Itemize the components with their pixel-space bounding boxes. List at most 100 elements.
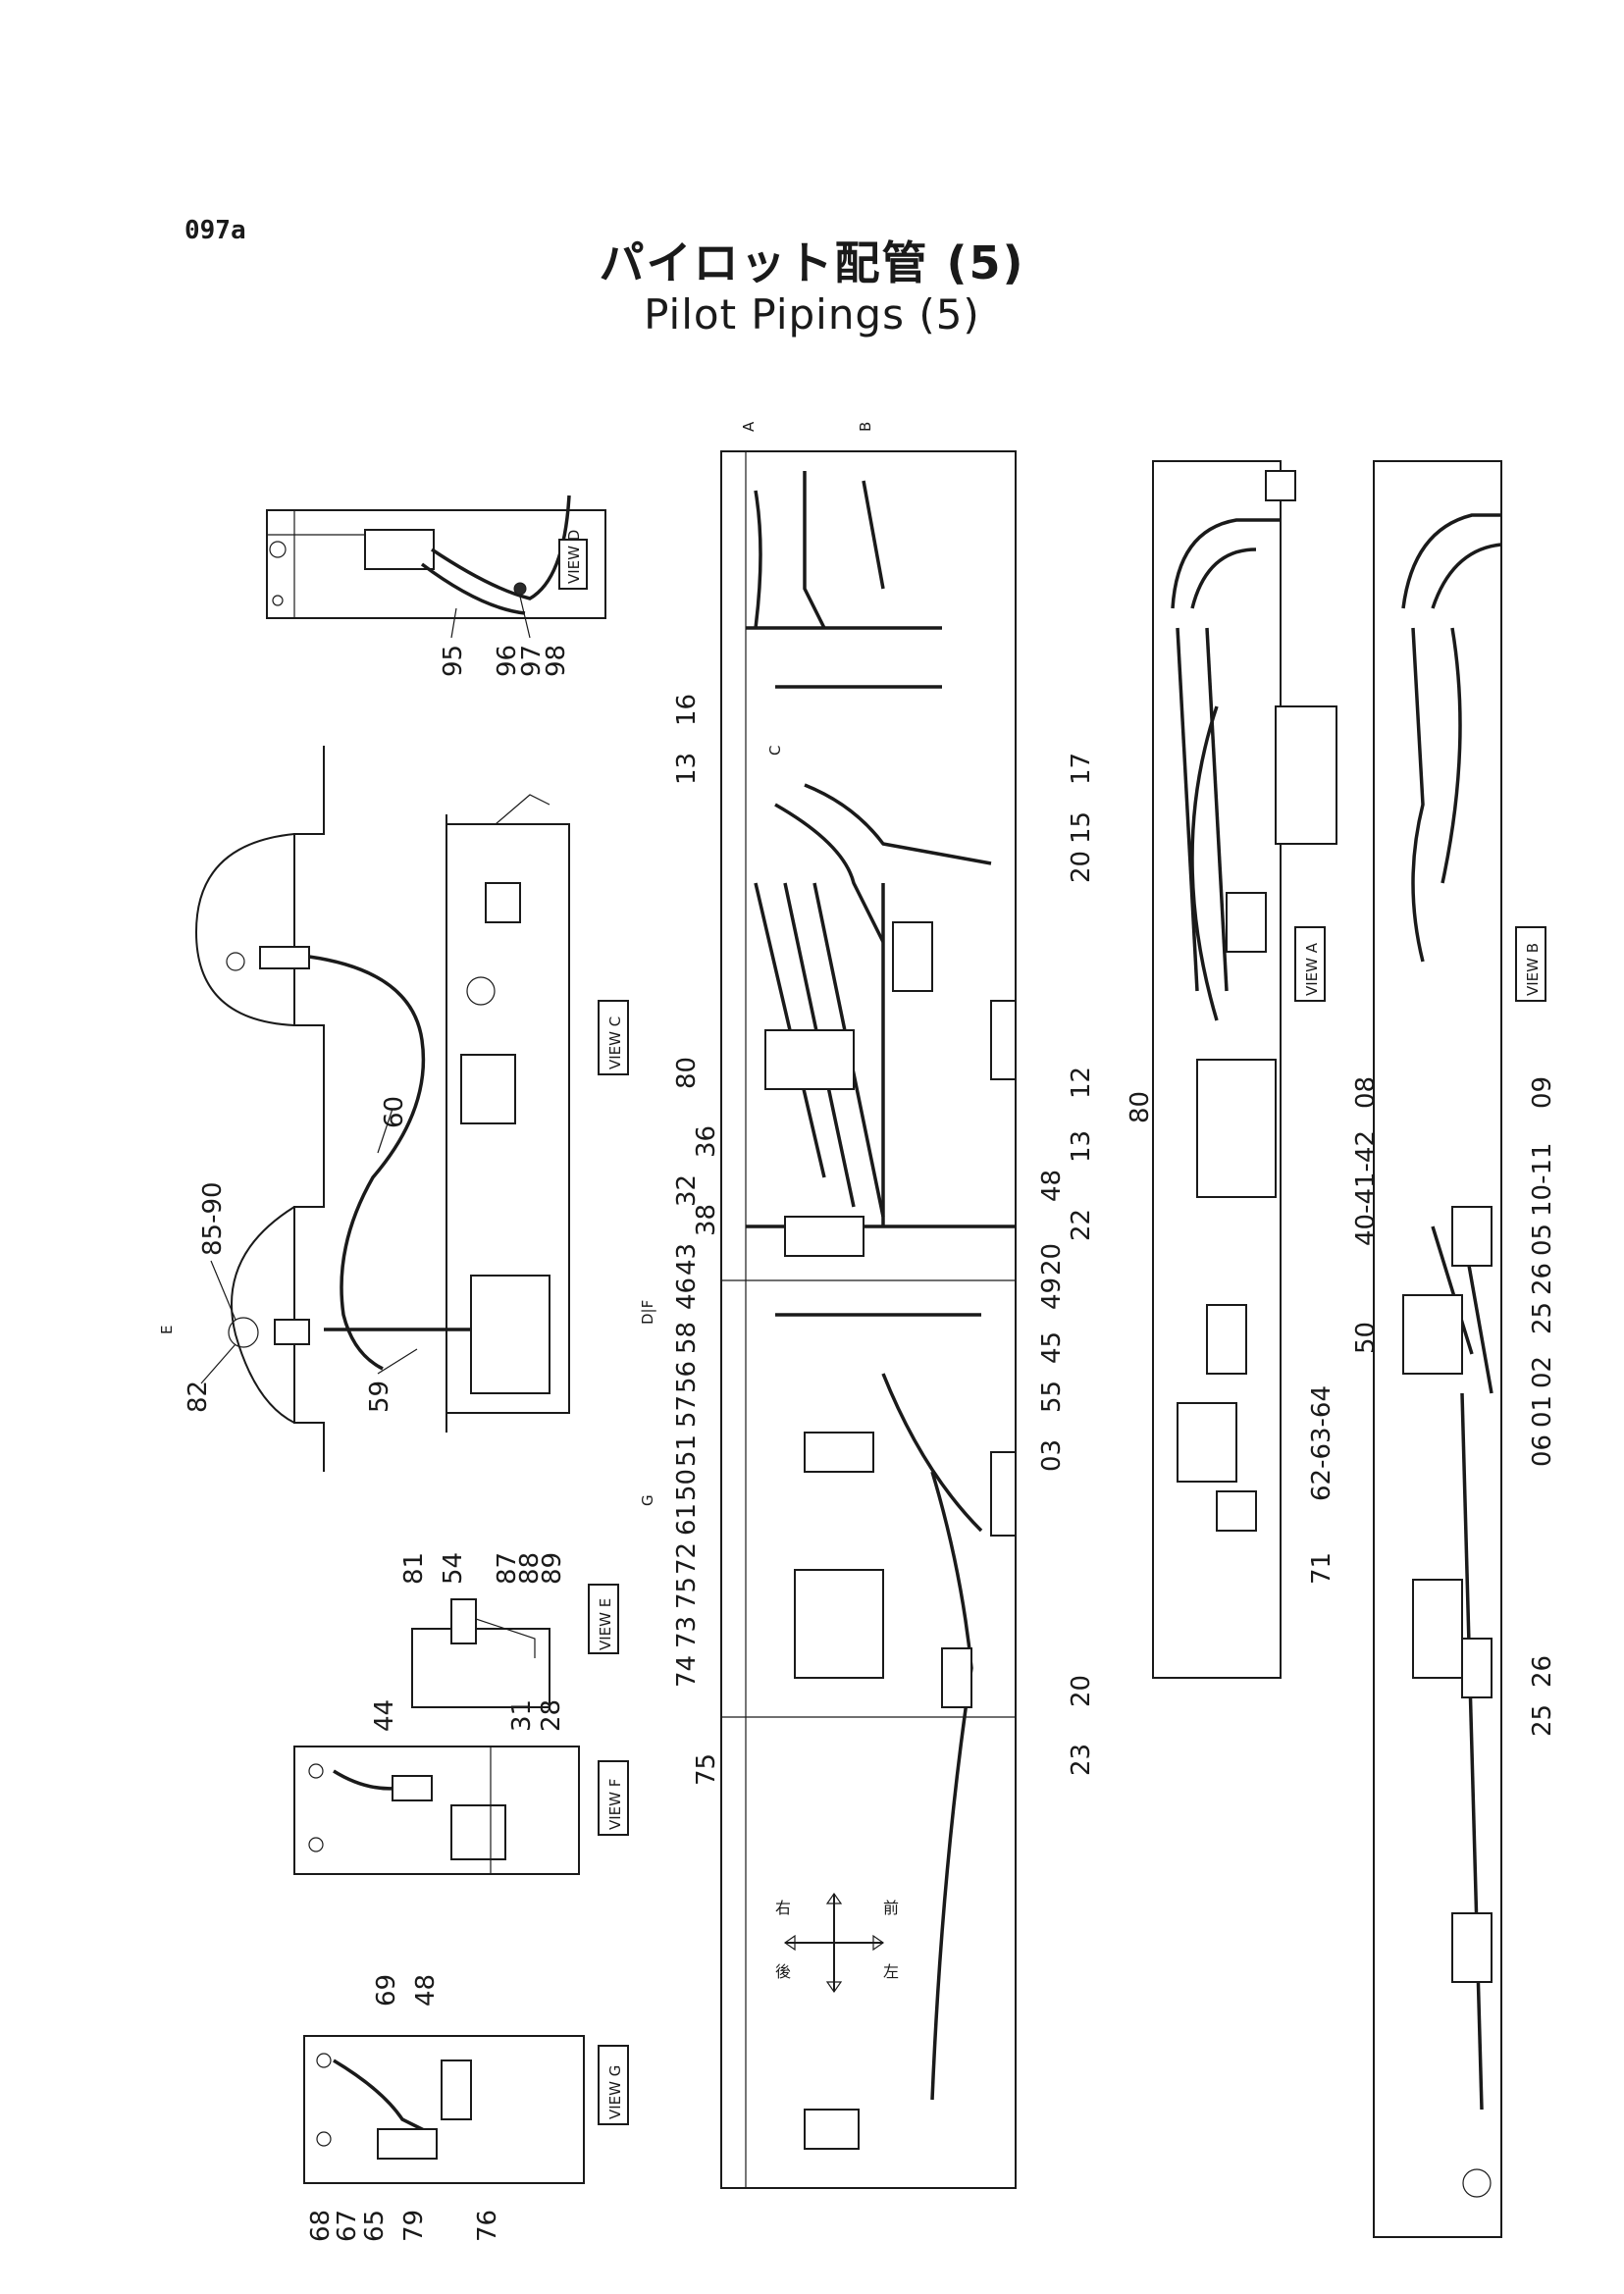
callout-01: 01 [1528, 1395, 1557, 1428]
direction-mark-df: D|F [639, 1300, 656, 1325]
callout-38: 38 [692, 1204, 721, 1236]
callout-89: 89 [538, 1552, 567, 1585]
callout-25-lower: 25 [1528, 1704, 1557, 1737]
callout-65: 65 [360, 2210, 390, 2242]
callout-80: 80 [672, 1057, 702, 1089]
callout-59: 59 [365, 1381, 394, 1413]
callout-20-mid: 20 [1037, 1243, 1067, 1276]
callout-44: 44 [370, 1699, 399, 1732]
view-g-tag: VIEW G [606, 2065, 624, 2119]
view-b-detail: VIEW B 08 09 10-11 40-41-42 05 26 25 50 … [1351, 460, 1557, 2238]
callout-88: 88 [515, 1552, 545, 1585]
view-g-detail: VIEW G 69 48 68 67 65 79 76 [303, 1974, 629, 2242]
callout-16: 16 [672, 694, 702, 726]
callout-48: 48 [411, 1974, 441, 2007]
compass-rear: 後 [775, 1962, 791, 1981]
direction-mark-c: C [766, 746, 784, 756]
callout-13: 13 [672, 753, 702, 785]
callout-15: 15 [1067, 811, 1096, 844]
callout-08: 08 [1351, 1076, 1381, 1109]
direction-mark-b: B [857, 422, 874, 432]
callout-57: 57 [672, 1395, 702, 1428]
callout-81: 81 [399, 1552, 429, 1585]
title-japanese: パイロット配管 (5) [599, 236, 1025, 289]
callout-75: 75 [672, 1577, 702, 1609]
direction-compass: 右 前 左 後 [775, 1892, 899, 1994]
compass-front: 前 [883, 1899, 899, 1917]
callout-58: 58 [672, 1322, 702, 1354]
title-english: Pilot Pipings (5) [644, 290, 980, 339]
callout-22: 22 [1067, 1209, 1096, 1241]
callout-50-view-b: 50 [1351, 1322, 1381, 1354]
compass-right: 右 [775, 1899, 791, 1917]
callout-20-upper: 20 [1067, 851, 1096, 883]
callout-61: 61 [672, 1503, 702, 1536]
view-c-tag: VIEW C [606, 1017, 624, 1069]
callout-32: 32 [672, 1174, 702, 1207]
callout-87: 87 [493, 1552, 522, 1585]
callout-71: 71 [1307, 1552, 1336, 1585]
callout-48-right: 48 [1037, 1170, 1067, 1202]
callout-67: 67 [333, 2210, 362, 2242]
callout-68: 68 [306, 2210, 336, 2242]
callout-26-upper: 26 [1528, 1263, 1557, 1295]
view-f-detail: VIEW F 44 31 28 [293, 1699, 629, 1875]
view-a-tag: VIEW A [1303, 942, 1321, 996]
callout-49: 49 [1037, 1277, 1067, 1310]
callout-72: 72 [672, 1542, 702, 1575]
callout-43: 43 [672, 1243, 702, 1276]
callout-79: 79 [399, 2210, 429, 2242]
callout-96: 96 [493, 645, 522, 677]
view-b-tag: VIEW B [1524, 943, 1542, 996]
callout-51: 51 [672, 1434, 702, 1467]
callout-26-lower: 26 [1528, 1655, 1557, 1688]
callout-62-63-64: 62-63-64 [1307, 1385, 1336, 1501]
callout-05: 05 [1528, 1224, 1557, 1256]
view-d-tag: VIEW D [565, 530, 583, 584]
callout-46: 46 [672, 1277, 702, 1310]
view-f-tag: VIEW F [606, 1779, 624, 1830]
view-d-detail: VIEW D 95 96 97 98 [266, 495, 606, 677]
callout-80-view-a: 80 [1126, 1091, 1155, 1123]
callout-31: 31 [507, 1699, 537, 1732]
compass-left: 左 [883, 1962, 899, 1981]
callout-69: 69 [372, 1974, 401, 2007]
callout-20-lower: 20 [1067, 1675, 1096, 1707]
direction-mark-e: E [158, 1326, 176, 1334]
callout-98: 98 [542, 645, 571, 677]
callout-10-11: 10-11 [1528, 1142, 1557, 1217]
callout-85-90: 85-90 [198, 1181, 228, 1256]
callout-02: 02 [1528, 1356, 1557, 1388]
callout-55: 55 [1037, 1381, 1067, 1413]
callout-17: 17 [1067, 753, 1096, 785]
callout-23: 23 [1067, 1744, 1096, 1776]
callout-28: 28 [537, 1699, 566, 1732]
callout-76: 76 [473, 2210, 502, 2242]
callout-82: 82 [183, 1381, 213, 1413]
view-e-detail: VIEW E 81 54 87 88 89 [399, 1552, 619, 1708]
callout-40-41-42: 40-41-42 [1351, 1130, 1381, 1246]
callout-09: 09 [1528, 1076, 1557, 1109]
main-frame-drawing: 右 前 左 後 A B C D|F G 13 16 80 36 32 38 43… [639, 421, 1096, 2189]
page-code: 097a [184, 216, 246, 245]
callout-13-right: 13 [1067, 1130, 1096, 1163]
callout-06: 06 [1528, 1434, 1557, 1467]
callout-54: 54 [439, 1552, 468, 1585]
view-c-detail: VIEW C 60 85-90 82 59 E [158, 746, 629, 1472]
direction-mark-a: A [740, 421, 758, 432]
callout-97: 97 [517, 645, 547, 677]
callout-50: 50 [672, 1469, 702, 1501]
callout-25-upper: 25 [1528, 1302, 1557, 1334]
direction-mark-g: G [639, 1494, 656, 1506]
callout-95: 95 [439, 645, 468, 677]
callout-45: 45 [1037, 1331, 1067, 1364]
callout-36: 36 [692, 1125, 721, 1158]
callout-60: 60 [380, 1096, 409, 1128]
callout-75-lower: 75 [692, 1753, 721, 1786]
view-e-tag: VIEW E [597, 1598, 614, 1650]
callout-73: 73 [672, 1616, 702, 1648]
callout-56: 56 [672, 1361, 702, 1393]
callout-74: 74 [672, 1655, 702, 1688]
callout-12: 12 [1067, 1067, 1096, 1099]
